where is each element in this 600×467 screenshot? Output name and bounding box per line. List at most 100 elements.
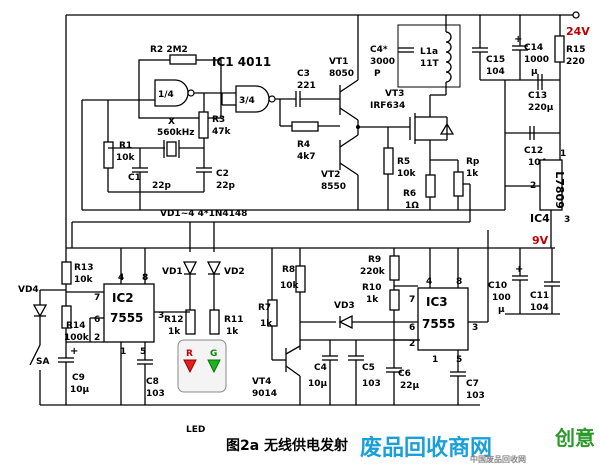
c4s-unit: P: [374, 69, 381, 79]
vt2-value: 8550: [321, 182, 346, 192]
ic3-pin1: 1: [432, 355, 438, 365]
vt2-emitter: [339, 134, 359, 148]
vt1-value: 8050: [329, 69, 354, 79]
vd1-4-label: VD1~4 4*1N4148: [160, 209, 247, 219]
c3-value: 221: [297, 81, 316, 91]
c1-label: C1: [128, 173, 141, 183]
r1-label: R1: [119, 141, 132, 151]
c13-label: C13: [528, 91, 547, 101]
rp-value: 1k: [466, 169, 479, 179]
l1a-label: L1a: [420, 47, 438, 57]
watermark-small: 中国废品回收网: [470, 454, 526, 464]
ic3-type: 7555: [422, 317, 455, 331]
resistor-r12: [185, 309, 196, 335]
vd3-label: VD3: [334, 301, 355, 311]
switch-sa: [29, 344, 41, 366]
c15-label: C15: [486, 55, 505, 65]
resistor-r15: [554, 35, 565, 63]
c9-plus: +: [70, 346, 78, 357]
c3-label: C3: [297, 69, 310, 79]
c4s-label: C4*: [370, 45, 388, 55]
c6-label: C6: [398, 369, 411, 379]
ic4-type: L7809: [553, 171, 566, 209]
r6-label: R6: [403, 189, 416, 199]
r3-value: 47k: [212, 127, 232, 137]
vt1-collector: [339, 79, 359, 93]
led-green: [207, 359, 221, 374]
ic3-pin7: 7: [409, 295, 415, 305]
r1-value: 10k: [116, 153, 136, 163]
c2-value: 22p: [216, 181, 236, 191]
vd4-label: VD4: [18, 285, 39, 295]
r8-label: R8: [282, 265, 295, 275]
led-box: [177, 339, 227, 393]
r10-value: 1k: [366, 295, 379, 305]
vt3-value: IRF634: [370, 101, 405, 111]
resistor-r11: [209, 309, 220, 335]
r15-value: 220: [566, 57, 585, 67]
c1-value: 22p: [152, 181, 172, 191]
c9-value: 10μ: [70, 385, 90, 395]
r13-label: R13: [74, 263, 93, 273]
resistor-r9: [389, 255, 400, 281]
resistor-r5: [383, 147, 394, 175]
c14-unit: μ: [531, 67, 538, 77]
r14-value: 100k: [64, 333, 90, 343]
r10-label: R10: [362, 283, 381, 293]
led-r-label: R: [186, 349, 193, 359]
x-label: X: [168, 117, 175, 127]
r7-value: 1k: [260, 319, 273, 329]
diode-vd4: [32, 304, 48, 318]
c11-value: 104: [530, 303, 549, 313]
r8-value: 10k: [280, 281, 300, 291]
body-diode-icon: [439, 122, 455, 135]
ic3-pin8: 8: [456, 277, 462, 287]
c9-label: C9: [72, 373, 85, 383]
c4-label: C4: [314, 363, 327, 373]
ic2-label: IC2: [112, 291, 134, 305]
vd2-label: VD2: [224, 267, 245, 277]
r5-label: R5: [397, 157, 410, 167]
resistor-r3: [198, 111, 209, 139]
sa-label: SA: [36, 357, 49, 367]
c8-label: C8: [146, 377, 159, 387]
coil-l1a: [445, 31, 452, 83]
c10-value: 100: [492, 293, 511, 303]
ic3-pin5: 5: [456, 355, 462, 365]
c10-plus: +: [515, 264, 523, 275]
c14-value: 1000: [524, 55, 549, 65]
c8-value: 103: [146, 389, 165, 399]
gate1-label: 1/4: [158, 90, 174, 100]
vt2-collector: [339, 162, 359, 176]
v9-label: 9V: [532, 234, 549, 247]
r12-value: 1k: [168, 327, 181, 337]
resistor-r6: [425, 174, 436, 198]
r15-label: R15: [566, 45, 585, 55]
resistor-r2: [169, 54, 197, 65]
node-dot: [356, 125, 360, 129]
r9-value: 220k: [360, 267, 386, 277]
diode-vd3: [338, 314, 353, 330]
led-label: LED: [186, 425, 205, 435]
c11-label: C11: [530, 291, 549, 301]
c15-value: 104: [486, 67, 505, 77]
c5-label: C5: [362, 363, 375, 373]
ic4-pin3: 3: [564, 215, 570, 225]
r5-value: 10k: [397, 169, 417, 179]
x-value: 560kHz: [157, 128, 195, 138]
ic2-pin1: 1: [120, 347, 126, 357]
c6-value: 22μ: [400, 381, 420, 391]
nand-gate-2-bubble: [268, 95, 276, 103]
figure-caption: 图2a 无线供电发射: [226, 437, 348, 454]
crystal-x: [166, 141, 177, 157]
vt4-value: 9014: [252, 389, 277, 399]
diode-vd2: [206, 261, 222, 276]
ic2-pin3: 3: [158, 311, 164, 321]
ic3-pin2: 2: [409, 339, 415, 349]
nand-gate-1-bubble: [187, 89, 195, 97]
r4-label: R4: [297, 140, 310, 150]
rp-label: Rp: [466, 157, 480, 167]
ic2-pin2: 2: [94, 333, 100, 343]
